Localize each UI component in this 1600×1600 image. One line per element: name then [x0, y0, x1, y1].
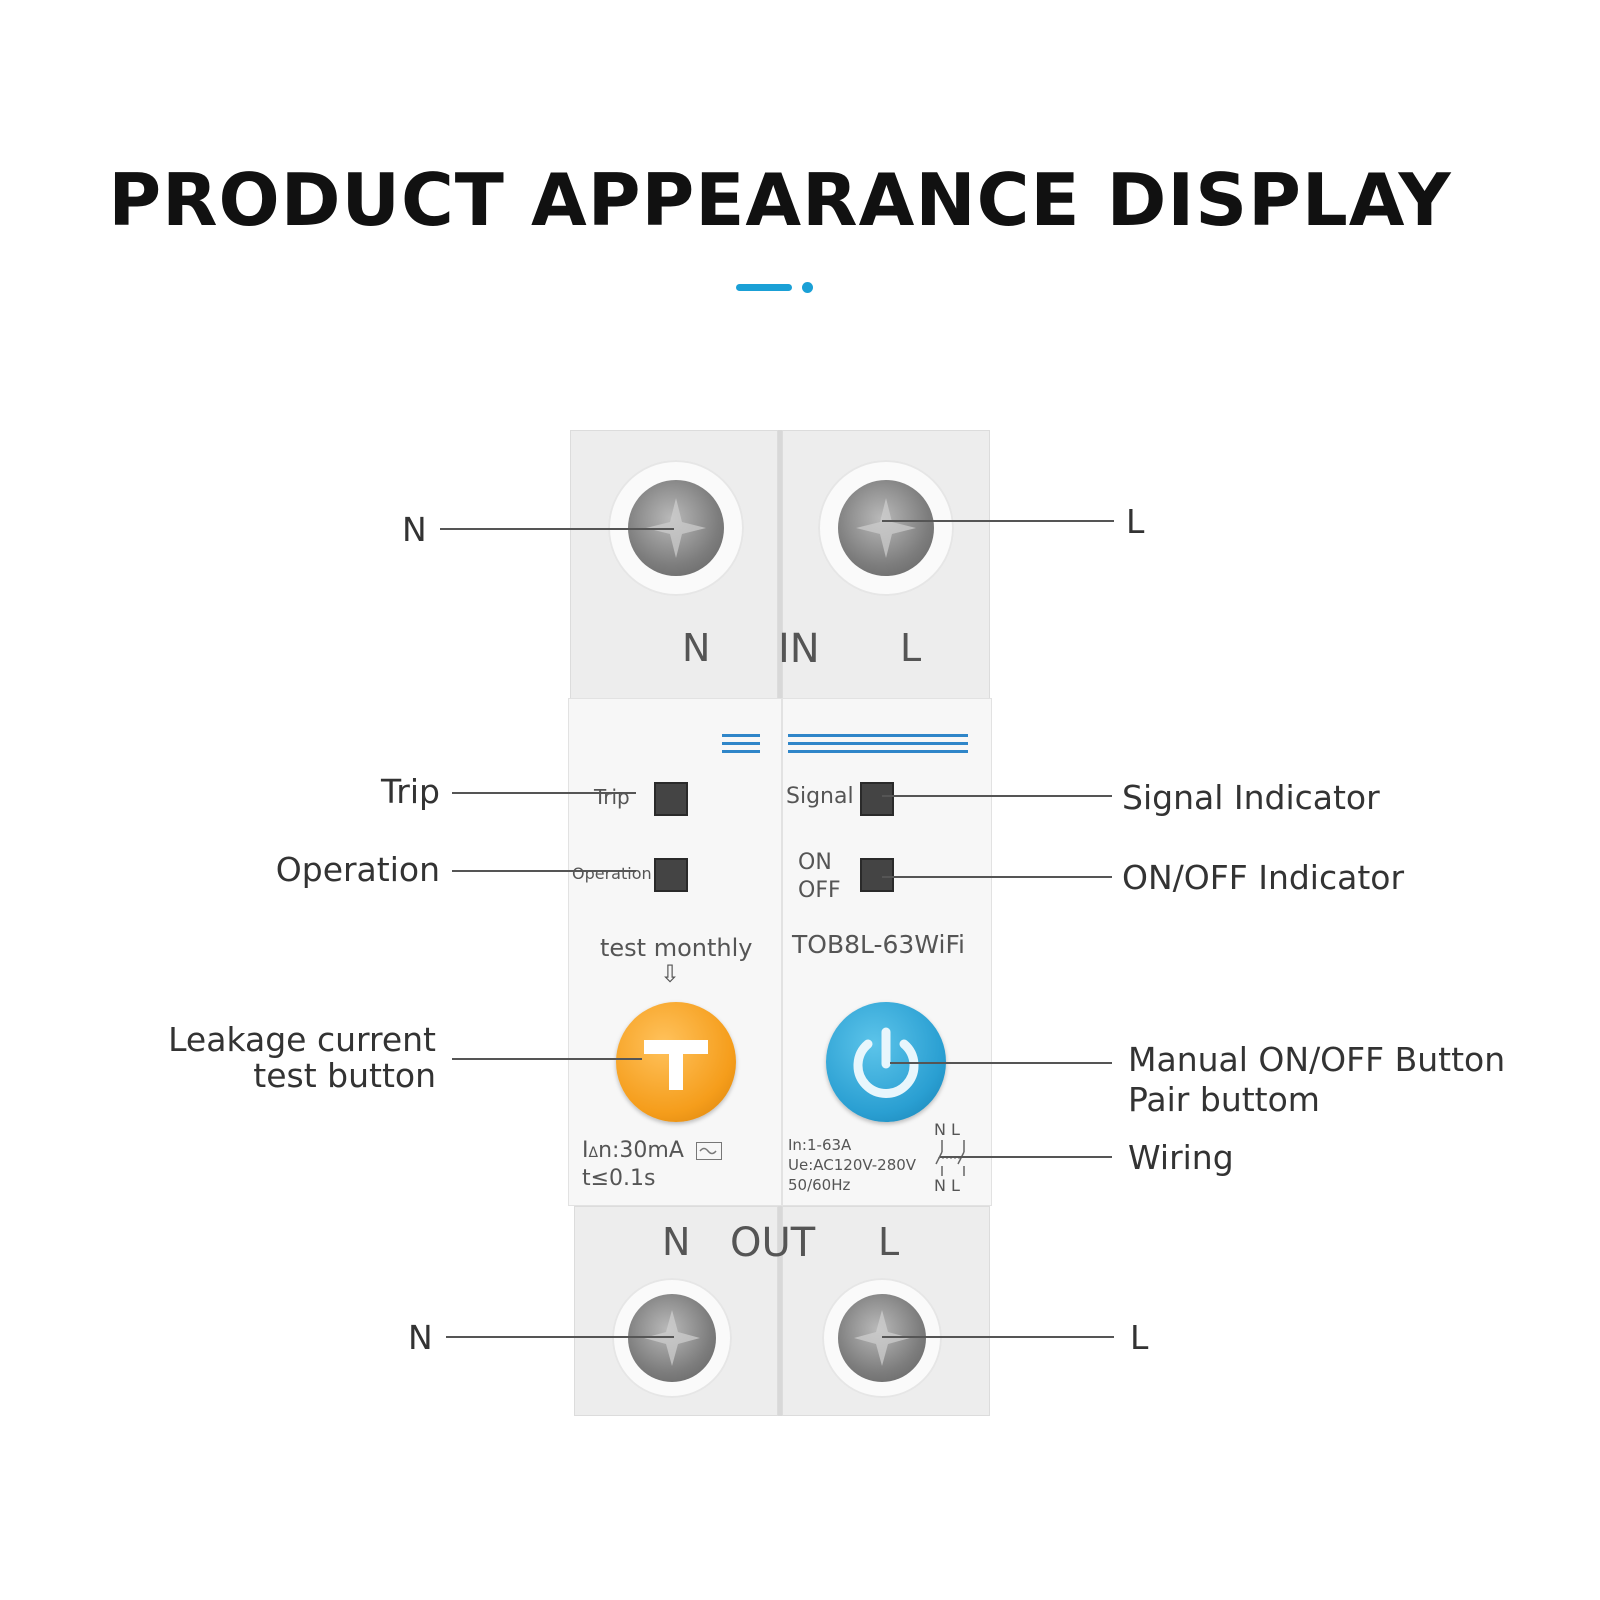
callout-manual-line1: Manual ON/OFF Button: [1128, 1040, 1506, 1079]
callout-signal-indicator: Signal Indicator: [1122, 778, 1380, 817]
leader-signal: [882, 795, 1112, 797]
stripe-left-3: [722, 750, 760, 753]
leak-spec: IΔn:30mA: [582, 1138, 684, 1163]
model-label: TOB8L-63WiFi: [792, 930, 965, 959]
ac-symbol-icon: [696, 1142, 722, 1160]
leak-spec-prefix: I: [582, 1138, 589, 1163]
signal-device-label: Signal: [786, 784, 854, 809]
time-spec: t≤0.1s: [582, 1166, 656, 1191]
callout-onoff-indicator: ON/OFF Indicator: [1122, 858, 1405, 897]
rating-in: In:1-63A: [788, 1136, 852, 1154]
test-monthly-label: test monthly: [600, 934, 753, 962]
wiring-bottom-label: N L: [934, 1176, 960, 1195]
in-n-label: N: [682, 626, 711, 670]
operation-device-label: Operation: [572, 864, 652, 883]
screw-bottom-l-icon: [838, 1294, 926, 1382]
out-label: OUT: [730, 1220, 816, 1266]
stripe-left-2: [722, 742, 760, 745]
leader-wiring: [940, 1156, 1112, 1158]
rating-ue: Ue:AC120V-280V: [788, 1156, 917, 1174]
leak-spec-rest: n:30mA: [598, 1138, 684, 1163]
onoff-indicator: [860, 858, 894, 892]
trip-device-label: Trip: [594, 785, 630, 809]
callout-operation: Operation: [275, 850, 440, 889]
stripe-right-2: [788, 742, 968, 745]
in-l-label: L: [900, 626, 922, 670]
down-arrow-icon: ⇩: [660, 960, 681, 988]
stripe-right-1: [788, 734, 968, 737]
wiring-switch-icon: [935, 1140, 965, 1176]
stripe-right-3: [788, 750, 968, 753]
rating-hz: 50/60Hz: [788, 1176, 851, 1194]
signal-indicator: [860, 782, 894, 816]
callout-trip: Trip: [381, 772, 440, 811]
leader-onoff: [882, 876, 1112, 878]
operation-indicator: [654, 858, 688, 892]
wiring-top-label: N L: [934, 1120, 960, 1139]
callout-top-l: L: [1126, 502, 1145, 541]
on-device-label: ON: [798, 850, 832, 875]
page-title: PRODUCT APPEARANCE DISPLAY: [108, 158, 1452, 242]
callout-bottom-n: N: [408, 1318, 433, 1357]
callout-leakage-line1: Leakage current: [168, 1020, 436, 1059]
leader-leakage: [452, 1058, 642, 1060]
leader-manual: [890, 1062, 1112, 1064]
leakage-test-button[interactable]: [616, 1002, 736, 1122]
callout-manual-line2: Pair buttom: [1128, 1080, 1320, 1119]
out-l-label: L: [878, 1220, 900, 1264]
leader-top-l: [882, 520, 1114, 522]
leader-operation: [452, 870, 636, 872]
title-underline-dot: [802, 282, 813, 293]
breaker-device: N IN L Trip Operation Signal ON OFF test…: [568, 430, 992, 1416]
power-icon: [853, 1027, 919, 1098]
title-underline-bar: [736, 284, 792, 291]
leader-top-n: [440, 528, 674, 530]
terminal-divider-bottom: [778, 1206, 782, 1416]
t-glyph-icon: [644, 1040, 708, 1090]
leak-spec-sub: Δ: [588, 1145, 599, 1161]
callout-top-n: N: [402, 510, 427, 549]
leader-bottom-l: [882, 1336, 1114, 1338]
in-label: IN: [778, 626, 820, 672]
callout-wiring: Wiring: [1128, 1138, 1234, 1177]
off-device-label: OFF: [798, 878, 841, 903]
terminal-divider-top: [778, 430, 782, 700]
leader-bottom-n: [446, 1336, 674, 1338]
trip-indicator: [654, 782, 688, 816]
callout-bottom-l: L: [1130, 1318, 1149, 1357]
screw-bottom-n-icon: [628, 1294, 716, 1382]
screw-top-l-icon: [838, 480, 934, 576]
out-n-label: N: [662, 1220, 691, 1264]
stripe-left-1: [722, 734, 760, 737]
callout-leakage-line2: test button: [253, 1056, 436, 1095]
leader-trip: [452, 792, 636, 794]
